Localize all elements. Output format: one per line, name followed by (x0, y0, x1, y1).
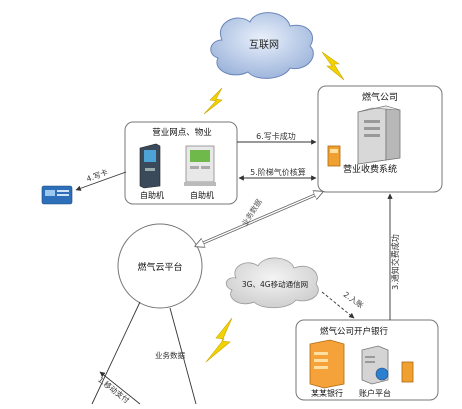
gas-cloud-platform: 燃气云平台 (117, 223, 203, 309)
mobile-network-cloud: 3G、4G移动通信网 (225, 257, 319, 309)
outlets-box: 营业网点、物业 自助机 自助机 (124, 121, 238, 205)
edge-deposit (321, 291, 355, 319)
edge-mobile-payment-label: 1.移动支付 (96, 374, 132, 405)
outlets-label: 营业网点、物业 (152, 127, 212, 138)
bank-box: 燃气公司开户银行 某某银行 账户平台 (295, 319, 439, 401)
kiosk-icon-left (139, 143, 161, 189)
edge-write-card-label: 4.写卡 (85, 167, 110, 184)
edge-business-data-down (169, 307, 197, 405)
edge-deposit-label: 2.入账 (342, 290, 366, 310)
edge-write-card-success-label: 6.写卡成功 (256, 131, 296, 141)
edge-cloud-lower-left (91, 301, 141, 405)
edge-business-data-company-inner (196, 192, 322, 246)
lightning-icon-internet-company (321, 51, 345, 81)
bank-name-label: 某某银行 (311, 388, 343, 398)
gas-company-title: 燃气公司 (362, 91, 398, 103)
server-icon (357, 105, 401, 165)
lightning-icon-internet-outlets (203, 87, 223, 115)
bank-server-icon (309, 339, 345, 389)
gas-company-box: 燃气公司 营业收费系统 (317, 85, 443, 193)
internet-cloud: 互联网 (210, 12, 314, 79)
terminal-icon (327, 145, 341, 167)
gas-cloud-label: 燃气云平台 (137, 261, 182, 273)
billing-system-label: 营业收费系统 (343, 163, 397, 175)
mobile-network-label: 3G、4G移动通信网 (242, 279, 308, 289)
edge-mobile-payment (99, 371, 141, 405)
bank-title: 燃气公司开户银行 (320, 326, 389, 337)
edge-write-card (75, 171, 127, 191)
kiosk-right-label: 自助机 (190, 190, 214, 200)
kiosk-left-label: 自助机 (140, 190, 164, 200)
gas-card-icon (41, 185, 73, 205)
edge-business-data-down-label: 业务数据 (155, 350, 185, 360)
account-platform-label: 账户平台 (359, 388, 391, 398)
bank-terminal-icon (401, 361, 414, 383)
account-server-icon (361, 345, 389, 385)
lightning-icon-mobile (205, 317, 233, 363)
kiosk-icon-right (184, 145, 216, 186)
edge-tiered-price-label: 5.阶梯气价核算 (250, 167, 306, 177)
internet-label: 互联网 (249, 39, 279, 51)
edge-notify-payment-label: 3.通知交费成功 (390, 234, 400, 290)
